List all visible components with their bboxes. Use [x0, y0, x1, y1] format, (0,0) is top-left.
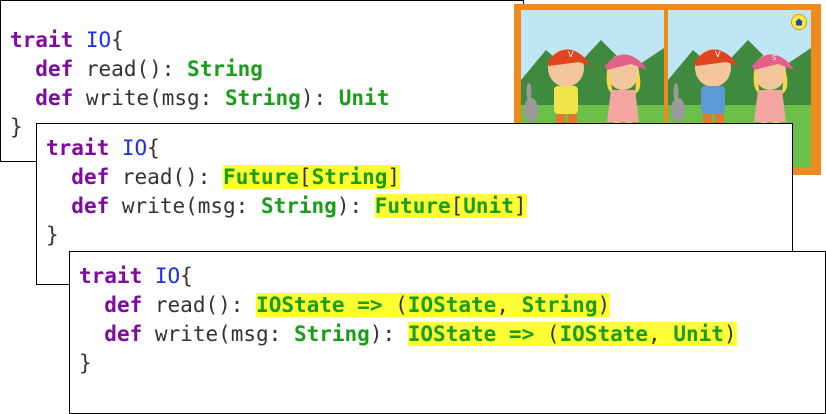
state-type: IOState — [256, 293, 345, 317]
arg-type: String — [260, 194, 337, 218]
cap-letter: S — [772, 54, 777, 62]
code-block-3: trait IO{ def read(): IOState => (IOStat… — [79, 262, 737, 378]
keyword: def — [71, 194, 110, 218]
signature: read(): — [154, 293, 257, 317]
signature: write(msg: — [85, 86, 225, 110]
return-type: Unit — [338, 86, 390, 110]
signature-mid: ): — [336, 194, 375, 218]
closing-brace: } — [79, 351, 92, 375]
bracket: ] — [387, 165, 401, 189]
brace: { — [180, 264, 193, 288]
signature-mid: ): — [300, 86, 339, 110]
signature: read(): — [85, 57, 188, 81]
state-type: IOState — [407, 293, 497, 317]
cap-letter: V — [715, 50, 721, 59]
highlighted-return-type: Future[Unit] — [374, 194, 527, 218]
state-type: IOState — [559, 322, 649, 346]
code-block-2: trait IO{ def read(): Future[String] def… — [46, 134, 527, 250]
code-block-1: trait IO{ def read(): String def write(m… — [10, 26, 389, 142]
keyword: def — [71, 165, 110, 189]
bracket: ] — [513, 194, 527, 218]
wrapper-type: Future — [374, 194, 451, 218]
keyword: def — [104, 293, 143, 317]
return-type: Unit — [673, 322, 724, 346]
arrow: => — [496, 322, 547, 346]
keyword: def — [104, 322, 143, 346]
bracket: [ — [298, 165, 312, 189]
return-type: String — [187, 57, 263, 81]
highlighted-return-type: IOState => (IOState, String) — [256, 293, 611, 317]
arg-type: String — [224, 86, 301, 110]
closing-brace: } — [10, 115, 23, 139]
return-type: Unit — [463, 194, 514, 218]
home-icon-glyph — [795, 18, 803, 26]
closing-brace: } — [46, 223, 59, 247]
signature-mid: ): — [369, 322, 408, 346]
arg-type: String — [293, 322, 370, 346]
cap-letter: V — [568, 50, 574, 59]
type-name: IO — [154, 264, 181, 288]
wrapper-type: Future — [223, 165, 299, 189]
signature: write(msg: — [121, 194, 261, 218]
paren: ( — [546, 322, 560, 346]
brace: { — [147, 136, 160, 160]
keyword: trait — [79, 264, 143, 288]
return-type: String — [521, 293, 598, 317]
keyword: def — [35, 86, 74, 110]
keyword: def — [35, 57, 74, 81]
arrow: => — [344, 293, 396, 317]
type-name: IO — [85, 28, 112, 52]
signature: write(msg: — [154, 322, 294, 346]
signature: read(): — [121, 165, 224, 189]
comma: , — [648, 322, 674, 346]
brace: { — [111, 28, 124, 52]
keyword: trait — [10, 28, 74, 52]
home-icon[interactable] — [791, 14, 807, 30]
paren: ) — [597, 293, 611, 317]
highlighted-return-type: Future[String] — [223, 165, 401, 189]
highlighted-return-type: IOState => (IOState, Unit) — [407, 322, 737, 346]
comma: , — [496, 293, 522, 317]
return-type: String — [311, 165, 388, 189]
bracket: [ — [450, 194, 464, 218]
state-type: IOState — [407, 322, 497, 346]
type-name: IO — [121, 136, 148, 160]
paren: ( — [395, 293, 408, 317]
paren: ) — [723, 322, 737, 346]
code-card-3: trait IO{ def read(): IOState => (IOStat… — [69, 251, 826, 414]
keyword: trait — [46, 136, 110, 160]
